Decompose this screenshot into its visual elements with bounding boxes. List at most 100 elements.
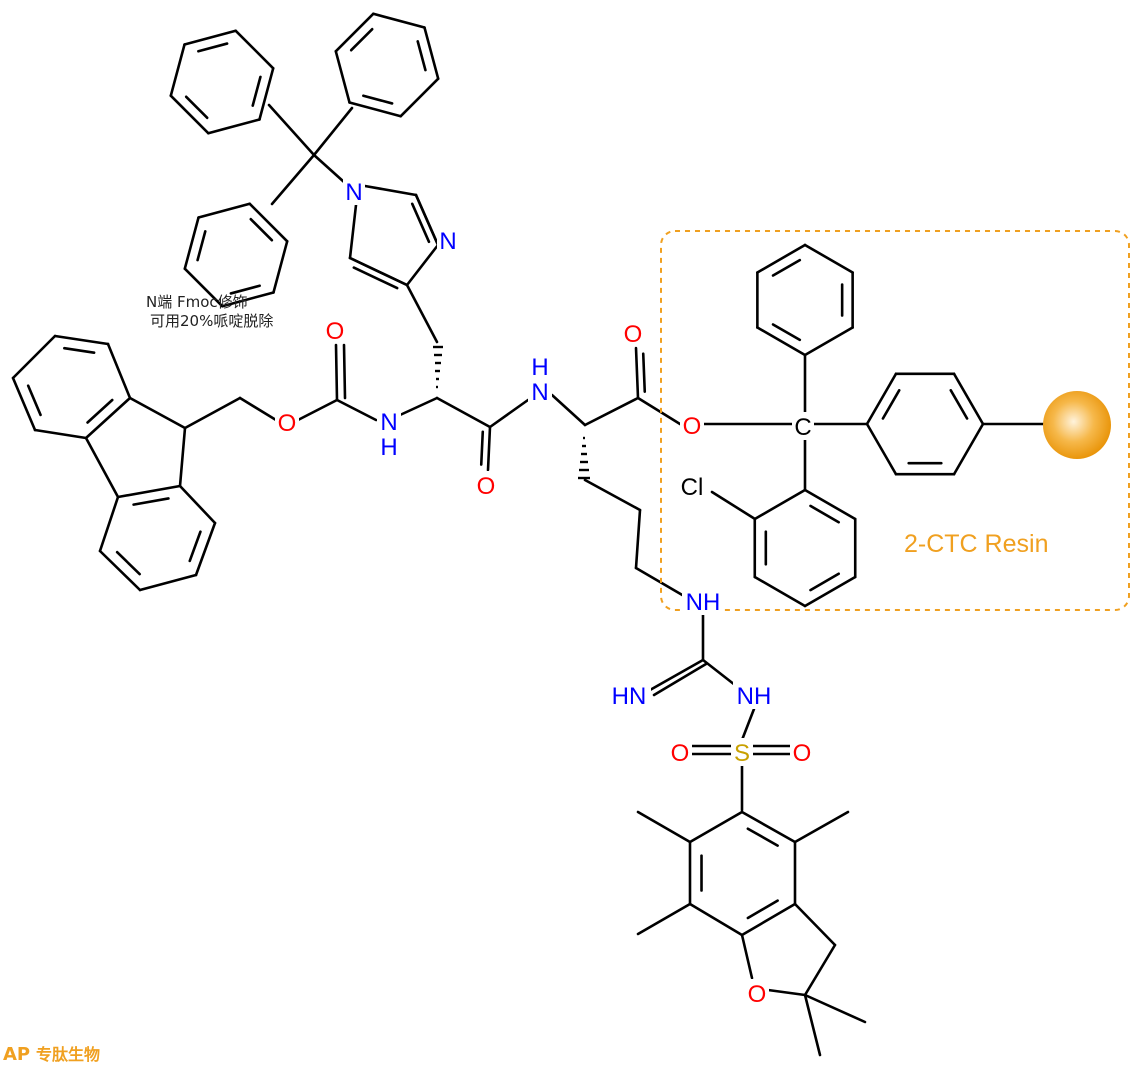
bond [636, 902, 692, 936]
bond [334, 49, 351, 104]
bond [197, 42, 229, 53]
resin-highlight-box [660, 230, 1130, 611]
bond [334, 12, 375, 53]
bond [348, 203, 358, 260]
bond [132, 497, 170, 506]
bond [550, 393, 587, 427]
bond [405, 243, 440, 287]
bond [183, 267, 224, 308]
bond [26, 384, 42, 417]
bond [753, 575, 807, 608]
bond [206, 118, 261, 135]
bond [348, 101, 403, 118]
bond [766, 988, 807, 997]
bond [583, 478, 642, 512]
atom-o-sulfonyl-left: O [671, 740, 690, 767]
bond [238, 396, 278, 422]
bond [636, 396, 682, 426]
bond [248, 202, 289, 243]
bond [184, 95, 209, 120]
atom-n-imidazole: N [439, 228, 456, 255]
bond [258, 66, 275, 121]
bond [234, 29, 275, 70]
bond-lines [11, 12, 1045, 1057]
bond [116, 484, 182, 499]
bond [229, 284, 261, 295]
atom-nh-his-h: H [380, 434, 397, 461]
atom-nh-his: N [380, 409, 397, 436]
bond [342, 343, 347, 400]
bond [335, 398, 378, 422]
bond [188, 530, 202, 563]
bond [753, 488, 807, 521]
bond [84, 436, 120, 499]
bond [803, 326, 854, 357]
bond [11, 334, 57, 380]
bond [11, 376, 37, 432]
bond [98, 549, 142, 592]
bond [349, 27, 374, 52]
atom-o-his-carbonyl: O [477, 473, 496, 500]
his-stereo-hash [433, 345, 443, 389]
atom-nh-arg-n: N [531, 379, 548, 406]
bond [746, 899, 779, 920]
bond [405, 283, 439, 344]
bond [178, 426, 187, 488]
watermark-name: 专肽生物 [36, 1045, 100, 1064]
bond [771, 323, 802, 342]
bond [952, 422, 985, 476]
bond [636, 810, 692, 844]
bond [267, 103, 316, 157]
bond [793, 810, 850, 844]
atom-nh-guanidine-1: NH [686, 589, 721, 616]
bond [220, 291, 275, 308]
bond [756, 326, 807, 357]
bond [583, 396, 640, 427]
bond [371, 12, 426, 29]
bond [106, 342, 132, 400]
atom-o-dihydrofuran: O [748, 981, 767, 1008]
bond [952, 372, 985, 426]
bond [634, 508, 642, 570]
atom-cl: Cl [681, 474, 704, 501]
bond [33, 428, 88, 440]
resin-label: 2-CTC Resin [904, 530, 1048, 558]
atom-o-ester: O [683, 413, 702, 440]
bond [701, 658, 737, 687]
arg-stereo-hash [578, 436, 590, 480]
bond [53, 334, 110, 346]
bond [809, 504, 840, 524]
bond [803, 488, 857, 521]
bond [634, 346, 640, 400]
bond [272, 239, 289, 294]
bond [398, 396, 439, 417]
bond [183, 216, 200, 271]
bond [688, 902, 744, 937]
bond [414, 193, 440, 247]
bond [183, 29, 238, 46]
bond [86, 398, 114, 424]
bond [949, 389, 969, 420]
bond [488, 398, 530, 429]
bond [479, 430, 485, 466]
bond [399, 77, 440, 118]
bond [746, 827, 779, 847]
bond [169, 43, 186, 98]
bond [196, 230, 207, 262]
bond [641, 352, 647, 394]
atom-o-arg-carbonyl: O [624, 321, 643, 348]
bond [740, 902, 797, 937]
resin-bead [1043, 391, 1111, 459]
bond [352, 266, 399, 290]
bond [416, 40, 427, 72]
atom-labels: N N O O N H O H N O O C Cl NH HN NH O S [275, 177, 814, 1008]
bond [363, 184, 418, 197]
bond [348, 256, 409, 287]
bond [251, 75, 262, 107]
bond [98, 495, 120, 553]
watermark-logo: AP [3, 1044, 30, 1065]
atom-c-trityl: C [794, 414, 811, 441]
bond [803, 243, 854, 274]
bond [648, 658, 705, 692]
